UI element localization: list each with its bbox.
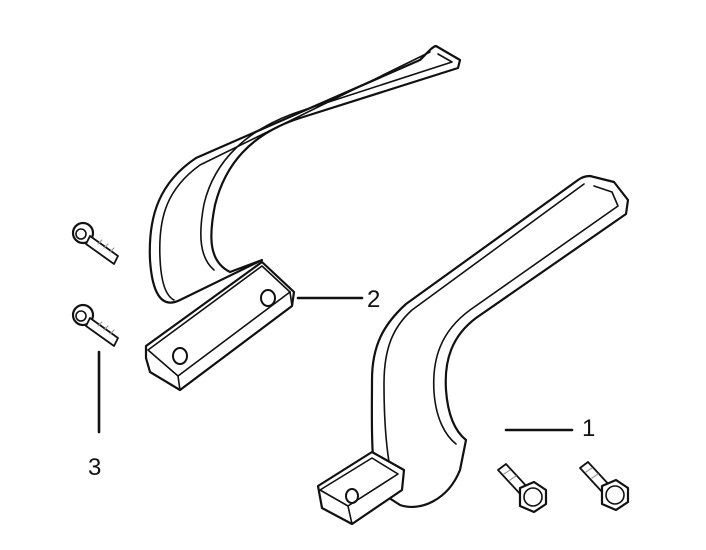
bracket-right-foot-side — [347, 505, 353, 525]
bracket-left-hole-lower — [172, 347, 188, 365]
bolt-shank — [85, 235, 119, 265]
callout-label-1: 1 — [582, 415, 596, 442]
hex-bolt-flange — [605, 485, 625, 505]
bracket-right-arm — [370, 174, 630, 509]
bolt-lower-right-b — [579, 461, 630, 512]
bolt-thread — [97, 239, 115, 253]
bolt-shank — [85, 317, 119, 347]
bolt-head-recess — [75, 228, 87, 240]
bolt-thread — [97, 321, 115, 335]
bracket-left-plate — [144, 260, 296, 392]
bracket-left-hole-upper — [260, 289, 276, 307]
bracket-left-plate-side — [177, 291, 293, 391]
hex-bolt-flange — [523, 487, 543, 507]
callout-label-3: 3 — [88, 454, 102, 481]
bolt-lower-right-a — [497, 463, 548, 514]
bolt-thread — [585, 467, 599, 479]
bracket-right-inner-edge — [432, 185, 619, 445]
hex-bolt-head — [600, 478, 630, 512]
bracket-left-arm — [148, 44, 462, 304]
bolt-upper-left — [71, 221, 119, 265]
bolt-set — [71, 221, 630, 514]
handle-bracket-left — [144, 44, 462, 392]
bolt-thread — [503, 469, 517, 481]
bracket-left-inner-edge — [200, 53, 453, 271]
bracket-right-hole — [345, 488, 359, 504]
bolt-lower-left — [71, 303, 119, 347]
handle-bracket-right — [316, 174, 630, 526]
bolt-head-recess — [75, 310, 87, 322]
bracket-right-foot-top — [319, 457, 399, 507]
callout-label-2: 2 — [367, 286, 381, 313]
bracket-left-outer-edge — [158, 51, 431, 301]
hex-bolt-head — [518, 480, 548, 514]
bracket-right-foot — [316, 450, 406, 526]
